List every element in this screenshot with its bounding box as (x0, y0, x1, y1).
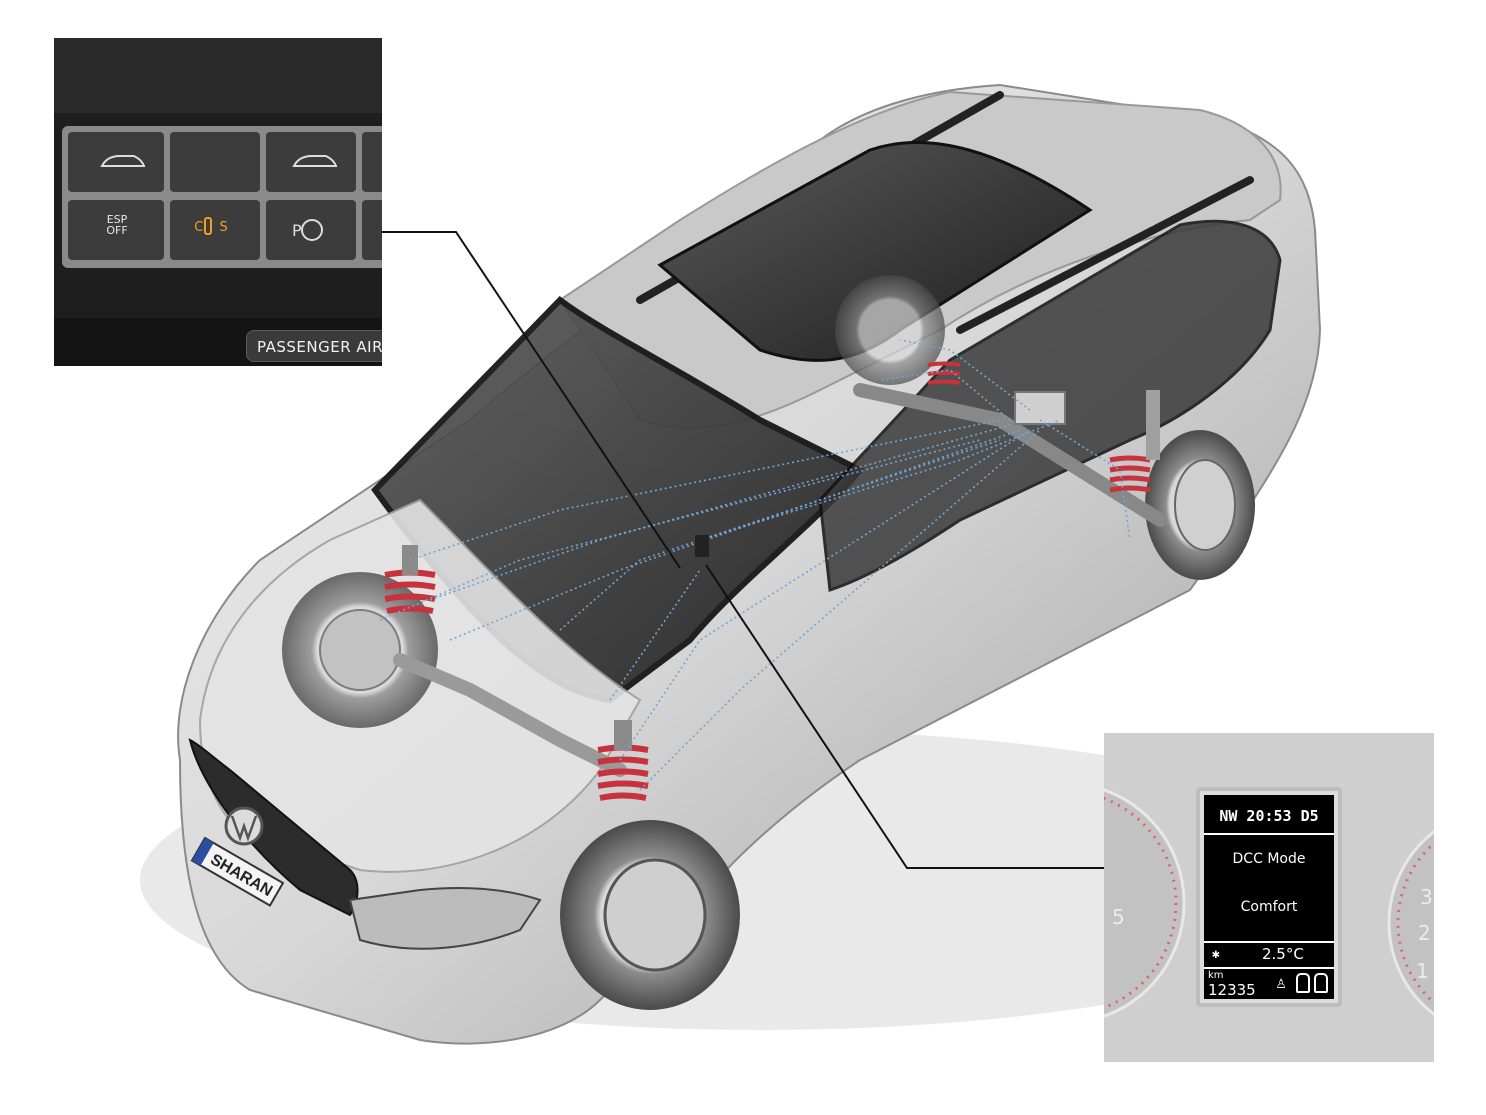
gauge-right-tick-2: 2 (1418, 921, 1431, 945)
svg-text:P: P (292, 221, 302, 240)
sunroof (657, 141, 1093, 362)
dcc-mode-title: DCC Mode (1232, 851, 1306, 867)
passenger-airbag-indicator: PASSENGER AIR BAG (246, 330, 382, 362)
dcc-mode-value: Comfort (1240, 899, 1298, 915)
snowflake-icon: ✱ (1212, 947, 1220, 962)
front-axle (393, 653, 627, 777)
rear-left-spring (927, 361, 961, 385)
seat-icon-rear-right (1314, 973, 1328, 993)
esp-button[interactable]: ESP OFF (92, 214, 142, 236)
dcc-display-inset: 5 3 2 1 NW 20:53 D5 DCC Mode Comfort ✱ 2… (1104, 733, 1434, 1062)
odometer-unit: km (1208, 970, 1224, 981)
gauge-left-tick: 5 (1112, 905, 1125, 929)
multifunction-display: NW 20:53 D5 DCC Mode Comfort ✱ 2.5°C km … (1200, 791, 1338, 1003)
roof-rail-right (956, 176, 1254, 334)
switch-panel-graphic: P (54, 38, 382, 366)
passenger-airbag-label: PASSENGER AIR BAG (257, 338, 382, 356)
outside-temperature: 2.5°C (1262, 945, 1304, 963)
dashboard-switch-location (695, 535, 709, 557)
gauge-right-tick-3: 3 (1420, 885, 1433, 909)
off-label: OFF (106, 224, 128, 237)
rear-axle (853, 383, 1167, 527)
dashboard-panel-inset: P ESP OFF C S PASSENGER AIR BAG (54, 38, 382, 366)
esp-label: ESP (106, 213, 128, 226)
headlight (348, 887, 542, 950)
callout-line-display (705, 564, 1200, 869)
speedometer-left-dial (1104, 788, 1186, 1018)
odometer-value: 12335 (1208, 981, 1256, 999)
rear-left-wheel (835, 275, 945, 385)
dcc-control-unit (1014, 391, 1066, 425)
tachometer-right-dial (1387, 829, 1434, 1017)
seat-icon-rear-left (1296, 973, 1310, 993)
display-header: NW 20:53 D5 (1219, 807, 1319, 825)
seatbelt-icon: ♙ (1276, 973, 1287, 993)
cds-button[interactable]: C S (194, 220, 234, 235)
gauge-right-tick-1: 1 (1416, 959, 1429, 983)
cds-label: C S (194, 220, 234, 235)
sensor-wiring (379, 339, 1131, 791)
